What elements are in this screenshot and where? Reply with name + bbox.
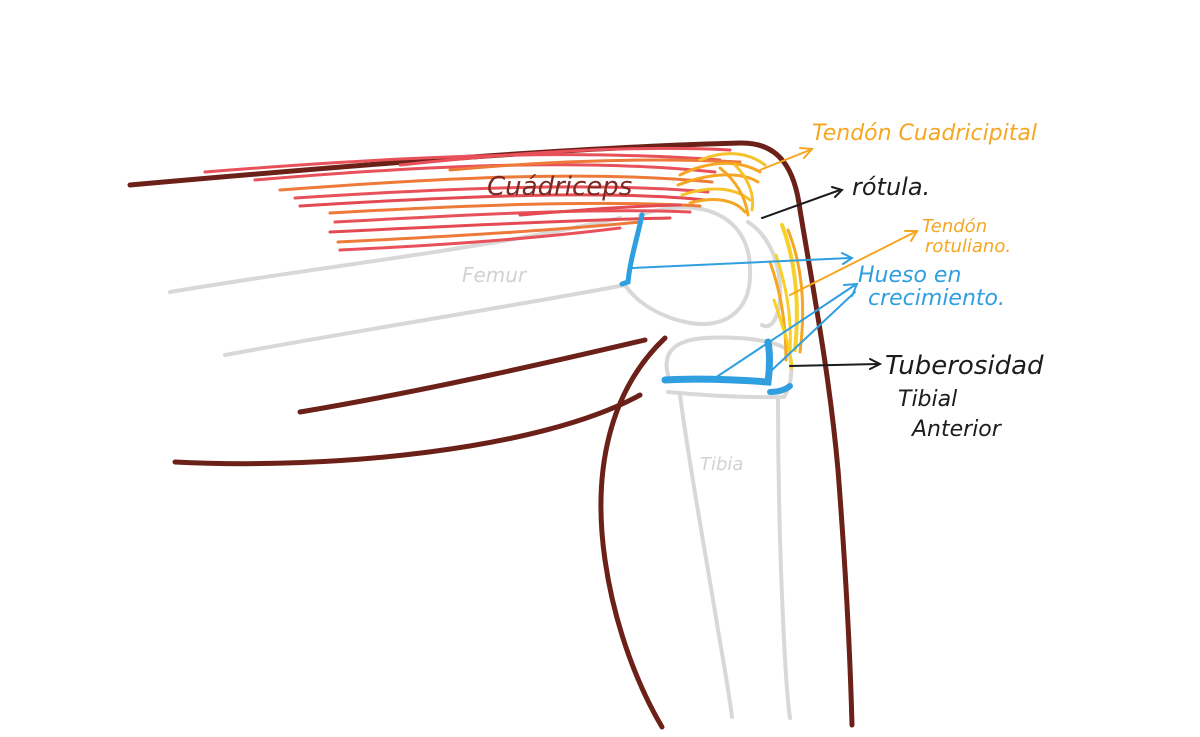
- label-tuberosity-1: Tuberosidad: [885, 351, 1044, 381]
- quad-tendon-arrow: [759, 149, 811, 171]
- muscle-strand: [336, 220, 642, 244]
- tendon-strand: [733, 163, 755, 212]
- tendon-strand: [718, 166, 750, 217]
- patellar-tendon-arrow: [789, 231, 916, 296]
- quadriceps-muscle: [203, 146, 742, 252]
- femur-shaft-lower: [223, 283, 627, 357]
- quad-tendon-arrowhead: [799, 147, 815, 159]
- patellar-tendon: [768, 223, 805, 370]
- femur-shaft-upper: [168, 216, 622, 294]
- label-quadriceps: Cuádriceps: [487, 172, 632, 202]
- tibial-growth-plate: [661, 338, 773, 386]
- label-quadriceps-tendon: Tendón Cuadricipital: [812, 121, 1037, 146]
- tendon-strand: [774, 253, 792, 357]
- thigh-lower-contour-2: [172, 392, 643, 467]
- tendon-strand: [678, 161, 762, 177]
- tuberosity-arrow: [789, 363, 879, 367]
- tendon-strand: [768, 260, 788, 362]
- callout-arrows: [631, 147, 919, 381]
- label-growing-bone-1: Hueso en: [858, 263, 961, 288]
- femoral-growth-plate: [619, 212, 645, 287]
- growth-plates: [619, 212, 793, 395]
- label-tibia: Tibia: [700, 454, 743, 475]
- growing-bone-arrow-2: [711, 284, 856, 381]
- calf-back-contour: [598, 335, 668, 730]
- patella-arrowhead: [831, 186, 844, 198]
- muscle-strand: [448, 158, 742, 172]
- label-growing-bone-2: crecimiento.: [868, 286, 1005, 311]
- muscle-strand: [328, 216, 672, 234]
- muscle-strand: [398, 146, 732, 167]
- growing-bone-arrowhead-1: [841, 252, 854, 265]
- thigh-lower-contour-1: [297, 337, 648, 415]
- muscle-strand: [338, 226, 622, 252]
- growing-bone-arrow-3: [771, 291, 856, 371]
- label-tuberosity-2: Tibial: [898, 387, 957, 412]
- tendon-strand: [698, 152, 767, 167]
- muscle-strand: [293, 185, 710, 200]
- tibia-shaft-back: [678, 393, 734, 719]
- labels: Cuádriceps Tendón Cuadricipital rótula. …: [462, 121, 1044, 475]
- growing-bone-arrow-1: [631, 257, 851, 269]
- label-patellar-tendon-1: Tendón: [922, 216, 987, 237]
- tendon-strand: [688, 198, 747, 214]
- femur-condyle: [623, 205, 753, 327]
- skin-outline: [127, 140, 855, 730]
- muscle-strand: [278, 174, 714, 192]
- quadriceps-tendon: [676, 152, 767, 217]
- tendon-strand: [780, 223, 799, 352]
- tendon-strand: [676, 173, 760, 187]
- muscle-strand: [518, 203, 682, 217]
- muscle-strand: [298, 193, 707, 208]
- patella-arrow: [761, 189, 841, 219]
- tuberosity-arrowhead: [869, 358, 883, 370]
- tendon-strand: [786, 228, 805, 354]
- label-tuberosity-3: Anterior: [910, 417, 1003, 442]
- label-femur: Femur: [462, 263, 528, 287]
- tibia-shaft-front: [776, 396, 792, 720]
- tendon-strand: [772, 298, 794, 370]
- thigh-top-contour: [127, 140, 855, 728]
- label-patellar-tendon-2: rotuliano.: [925, 236, 1011, 257]
- muscle-strand: [203, 153, 722, 174]
- label-patella: rótula.: [852, 173, 930, 201]
- tuberosity-growth-plate: [767, 383, 793, 395]
- patellar-tendon-arrowhead: [904, 230, 919, 242]
- tendon-strand: [680, 187, 752, 202]
